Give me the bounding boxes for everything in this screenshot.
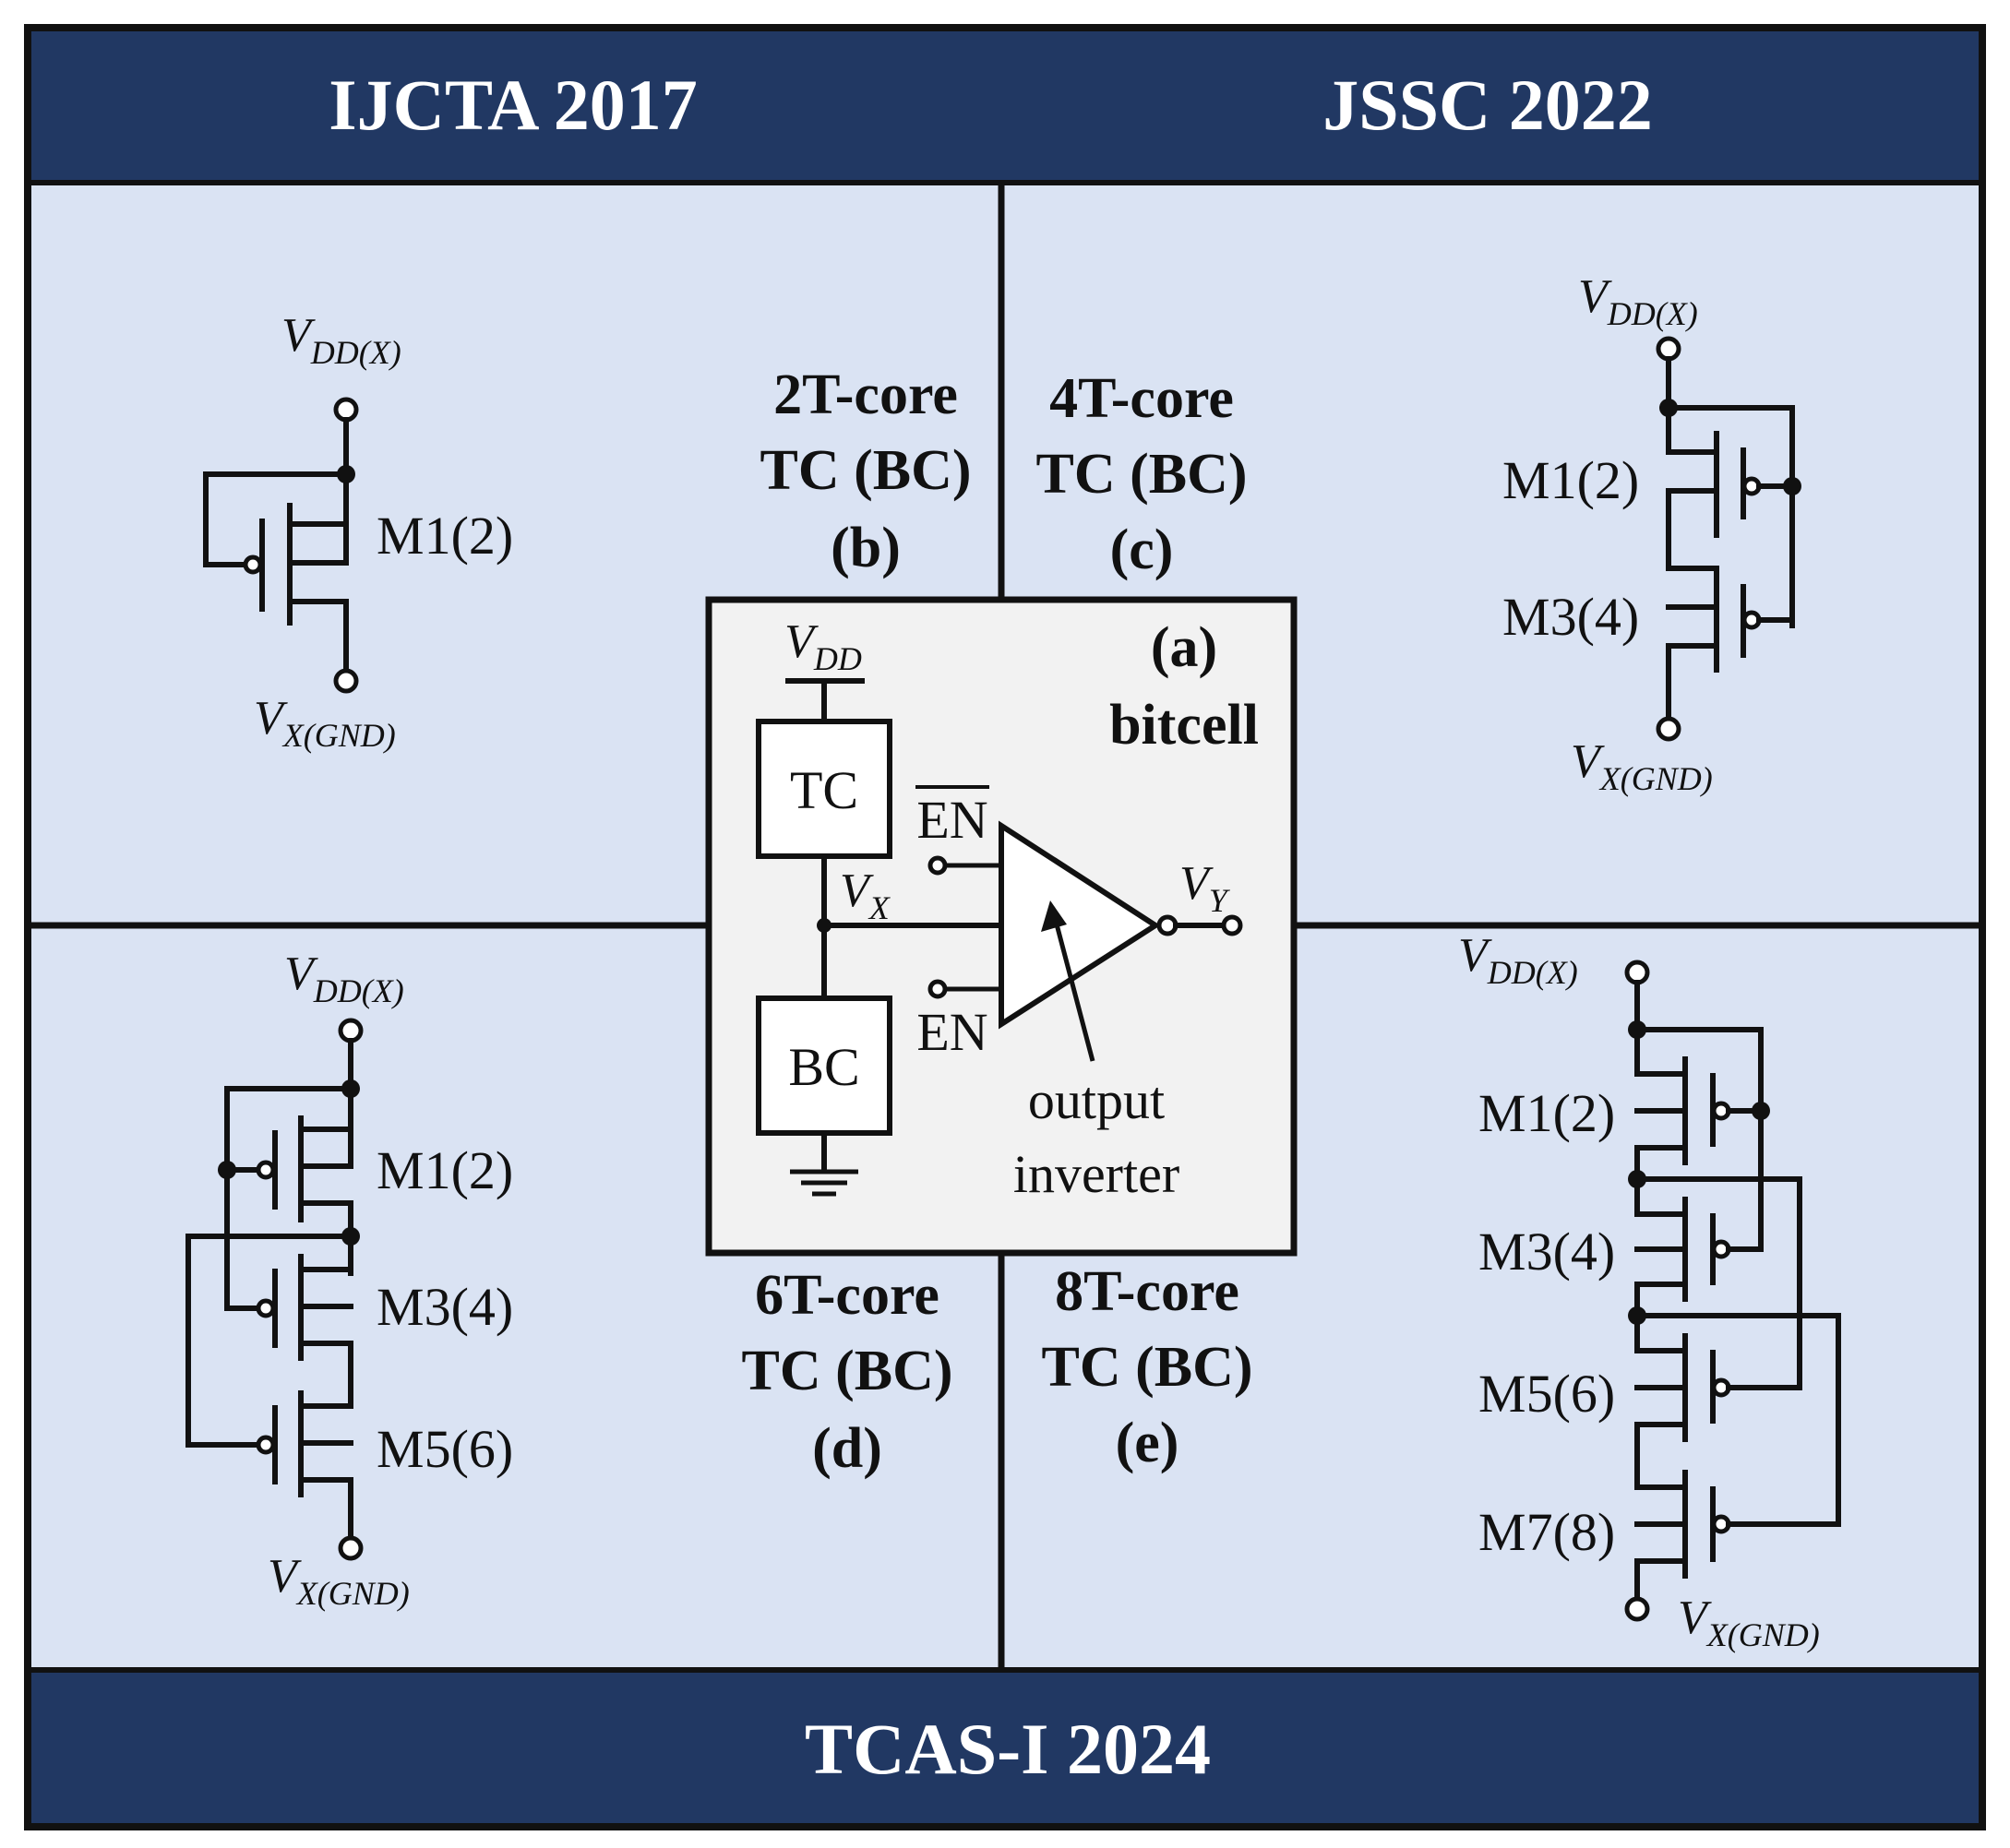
caption-d-line2: TC (BC) xyxy=(741,1340,952,1402)
m34-label-6t: M3(4) xyxy=(377,1277,513,1337)
caption-e-line1: 8T-core xyxy=(1055,1260,1239,1323)
caption-e: 8T-core TC (BC) (e) xyxy=(1041,1260,1252,1474)
vdd-terminal-6t xyxy=(338,1018,364,1043)
vx-label: VX xyxy=(840,864,891,926)
outer-border xyxy=(24,24,1986,1830)
m78-label-8t: M7(8) xyxy=(1478,1502,1615,1562)
m34-label-4t: M3(4) xyxy=(1502,587,1639,647)
schematic-2t-core: VDD(X) M1(2) VX(GND) xyxy=(203,309,513,754)
bottom-banner xyxy=(28,1670,1982,1827)
tc-block xyxy=(756,719,892,859)
vdd-label-8t: VDD(X) xyxy=(1458,929,1578,991)
vdd-terminal-4t xyxy=(1656,336,1681,362)
m56-label-6t: M5(6) xyxy=(377,1419,513,1479)
m56-label-8t: M5(6) xyxy=(1478,1364,1615,1424)
caption-c-line3: (c) xyxy=(1110,519,1174,581)
output-inverter-label-2: inverter xyxy=(1013,1144,1179,1204)
output-inverter-arrow xyxy=(1053,920,1095,1062)
caption-d-line1: 6T-core xyxy=(755,1264,939,1327)
bitcell-schematic: (a) bitcell VDD TC VX BC VY EN EN out xyxy=(705,596,1298,1257)
caption-b-line2: TC (BC) xyxy=(760,439,971,502)
en-terminal xyxy=(927,979,948,999)
caption-b-line1: 2T-core xyxy=(773,364,958,426)
vdd-terminal-8t xyxy=(1624,960,1650,985)
output-inverter-symbol xyxy=(999,820,1161,1030)
m12-label-6t: M1(2) xyxy=(377,1140,513,1200)
schematic-6t-core: VDD(X) M1(2 xyxy=(185,948,513,1612)
vdd-label-4t: VDD(X) xyxy=(1578,270,1698,332)
vx-terminal-4t xyxy=(1656,716,1681,742)
caption-d-line3: (d) xyxy=(812,1417,882,1480)
en-label: EN xyxy=(916,1002,987,1062)
caption-c-line2: TC (BC) xyxy=(1035,443,1247,506)
banner-title-tcas: TCAS-I 2024 xyxy=(805,1709,1211,1789)
vx-terminal-2t xyxy=(333,668,359,694)
bitcell-label-title: bitcell xyxy=(1109,694,1259,757)
caption-e-line3: (e) xyxy=(1116,1412,1179,1474)
m12-label-8t: M1(2) xyxy=(1478,1083,1615,1143)
bc-block-label: BC xyxy=(788,1037,859,1097)
vx-label-4t: VX(GND) xyxy=(1571,735,1713,797)
ground-symbol xyxy=(790,1169,858,1197)
vdd-label-2t: VDD(X) xyxy=(281,309,401,371)
bitcell-vdd-label: VDD xyxy=(784,615,862,677)
schematic-8t-core: VDD(X) xyxy=(1458,929,1841,1653)
en-bar-label: EN xyxy=(916,790,987,850)
tc-block-label: TC xyxy=(790,760,858,820)
caption-e-line2: TC (BC) xyxy=(1041,1336,1252,1399)
arrow-head-icon xyxy=(1041,900,1067,932)
vx-label-6t: VX(GND) xyxy=(268,1550,410,1612)
caption-b: 2T-core TC (BC) (b) xyxy=(760,364,971,579)
caption-b-line3: (b) xyxy=(831,517,901,579)
vx-terminal-6t xyxy=(338,1535,364,1561)
vy-terminal xyxy=(1221,914,1243,936)
m12-label-4t: M1(2) xyxy=(1502,450,1639,510)
en-bar-terminal xyxy=(927,855,948,876)
caption-c-line1: 4T-core xyxy=(1049,367,1234,430)
vx-label-8t: VX(GND) xyxy=(1678,1592,1820,1653)
banner-title-jssc: JSSC 2022 xyxy=(1322,65,1653,145)
vx-label-2t: VX(GND) xyxy=(254,692,396,754)
vdd-label-6t: VDD(X) xyxy=(284,948,404,1009)
bitcell-label-a: (a) xyxy=(1151,616,1217,679)
top-banner xyxy=(28,28,1982,183)
vx-terminal-8t xyxy=(1624,1596,1650,1622)
output-inverter-label-1: output xyxy=(1028,1070,1165,1130)
caption-d: 6T-core TC (BC) (d) xyxy=(741,1264,952,1480)
vdd-terminal-2t xyxy=(333,397,359,423)
banner-title-ijcta: IJCTA 2017 xyxy=(329,65,697,145)
m12-label-2t: M1(2) xyxy=(377,506,513,566)
m34-label-8t: M3(4) xyxy=(1478,1222,1615,1282)
caption-c: 4T-core TC (BC) (c) xyxy=(1035,367,1247,581)
schematic-4t-core: VDD(X) M1(2) M3(4) VX(GND) xyxy=(1502,270,1801,797)
vy-label: VY xyxy=(1179,857,1231,919)
